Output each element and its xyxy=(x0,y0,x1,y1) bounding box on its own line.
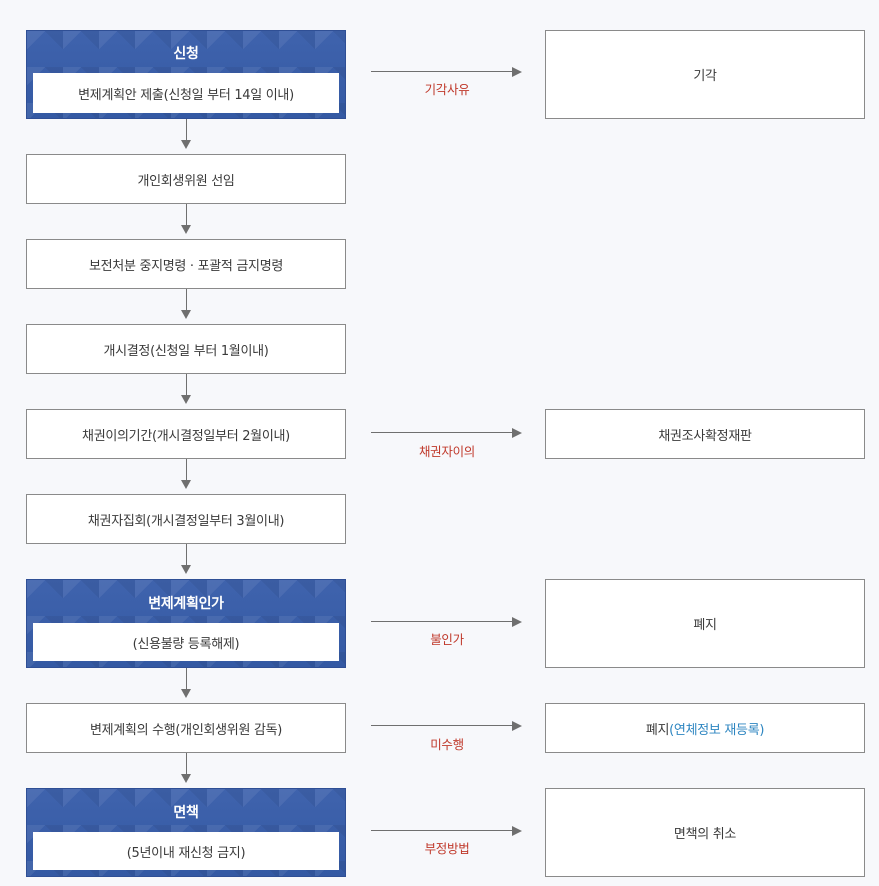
result-abolition-reregister: 폐지(연체정보 재등록) xyxy=(545,703,865,753)
arrowhead-right-dismissal xyxy=(512,67,522,77)
result-abolition-prefix: 폐지 xyxy=(645,722,670,738)
result-abolition-highlight: (연체정보 재등록) xyxy=(669,722,765,738)
label-dismissal-reason: 기각사유 xyxy=(424,82,470,97)
result-discharge-revocation: 면책의 취소 xyxy=(545,788,865,877)
arrowhead-down-1 xyxy=(181,140,191,149)
arrowhead-down-3 xyxy=(181,310,191,319)
step-approval-title: 변제계획인가 xyxy=(148,596,224,612)
arrowhead-down-5 xyxy=(181,480,191,489)
result-abolition: 폐지 xyxy=(545,579,865,668)
result-dismissal: 기각 xyxy=(545,30,865,119)
arrowhead-right-fraud xyxy=(512,826,522,836)
label-disapproval: 불인가 xyxy=(430,632,464,647)
arrow-down-2 xyxy=(186,204,187,225)
step-discharge: 면책 (5년이내 재신청 금지) xyxy=(26,788,346,877)
arrow-down-7 xyxy=(186,668,187,689)
step-apply-title: 신청 xyxy=(173,46,199,62)
arrow-right-dismissal xyxy=(371,71,513,72)
label-creditor-objection: 채권자이의 xyxy=(418,444,475,459)
arrowhead-down-4 xyxy=(181,395,191,404)
label-fraud: 부정방법 xyxy=(424,841,470,856)
step-performance: 변제계획의 수행(개인회생위원 감독) xyxy=(26,703,346,753)
arrow-down-1 xyxy=(186,119,187,140)
arrowhead-down-6 xyxy=(181,565,191,574)
step-apply: 신청 변제계획안 제출(신청일 부터 14일 이내) xyxy=(26,30,346,119)
arrow-down-6 xyxy=(186,544,187,565)
arrowhead-down-8 xyxy=(181,774,191,783)
step-approval-detail: (신용불량 등록해제) xyxy=(33,623,339,661)
arrow-down-5 xyxy=(186,459,187,480)
arrow-down-4 xyxy=(186,374,187,395)
arrow-right-nonperformance xyxy=(371,725,513,726)
arrow-down-3 xyxy=(186,289,187,310)
arrowhead-right-nonperformance xyxy=(512,721,522,731)
arrow-right-fraud xyxy=(371,830,513,831)
arrowhead-right-objection xyxy=(512,428,522,438)
step-apply-detail: 변제계획안 제출(신청일 부터 14일 이내) xyxy=(33,73,339,113)
step-objection-period: 채권이의기간(개시결정일부터 2월이내) xyxy=(26,409,346,459)
label-nonperformance: 미수행 xyxy=(430,737,464,752)
step-commencement: 개시결정(신청일 부터 1월이내) xyxy=(26,324,346,374)
step-approval: 변제계획인가 (신용불량 등록해제) xyxy=(26,579,346,668)
arrow-right-objection xyxy=(371,432,513,433)
arrowhead-down-2 xyxy=(181,225,191,234)
step-discharge-title: 면책 xyxy=(173,805,199,821)
step-committee: 개인회생위원 선임 xyxy=(26,154,346,204)
step-creditors-meeting: 채권자집회(개시결정일부터 3월이내) xyxy=(26,494,346,544)
arrowhead-right-disapproval xyxy=(512,617,522,627)
step-discharge-detail: (5년이내 재신청 금지) xyxy=(33,832,339,870)
arrowhead-down-7 xyxy=(181,689,191,698)
step-preservation: 보전처분 중지명령 · 포괄적 금지명령 xyxy=(26,239,346,289)
arrow-down-8 xyxy=(186,753,187,774)
result-claim-trial: 채권조사확정재판 xyxy=(545,409,865,459)
arrow-right-disapproval xyxy=(371,621,513,622)
